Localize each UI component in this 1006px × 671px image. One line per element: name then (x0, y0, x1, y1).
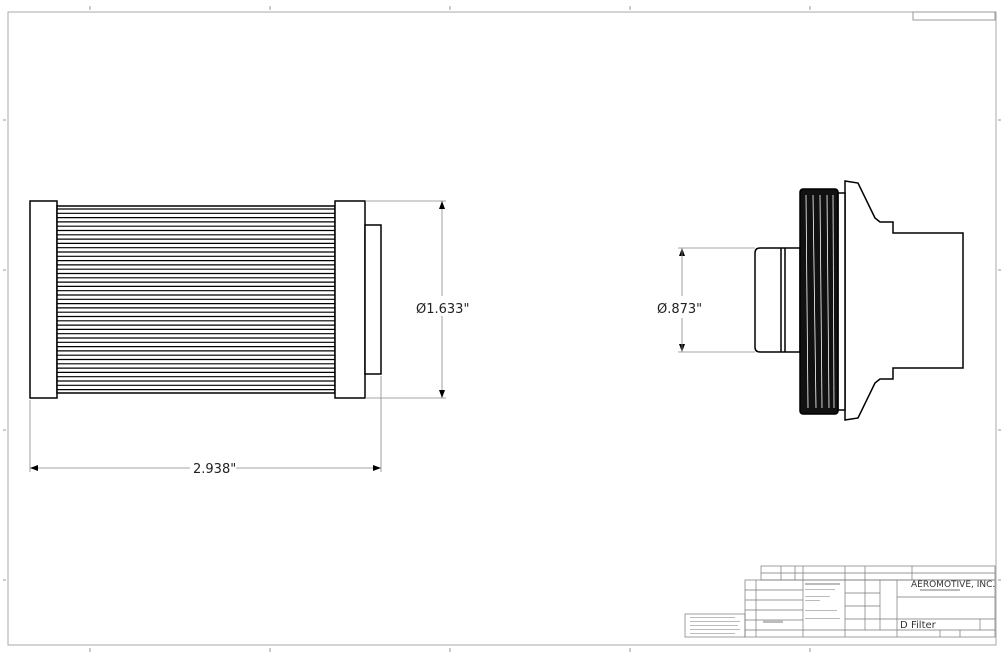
title-block (684, 565, 996, 638)
filter-length-dimension: 2.938" (193, 462, 236, 477)
filter-diameter-dimension: Ø1.633" (416, 302, 469, 317)
company-name: AEROMOTIVE, INC. (911, 580, 995, 590)
zone-ticks (3, 6, 1001, 652)
sheet-size: D (900, 620, 908, 631)
filter-dimensions (29, 200, 446, 472)
fitting-dimensions (678, 247, 755, 353)
sheet-border (7, 11, 997, 646)
filter-side-view (29, 200, 382, 399)
fitting-side-view (754, 180, 964, 421)
revision-block (912, 11, 996, 21)
drawing-title: Filter (911, 620, 937, 631)
title-block-fine-text (690, 583, 960, 634)
outlet-diameter-dimension: Ø.873" (657, 302, 702, 317)
